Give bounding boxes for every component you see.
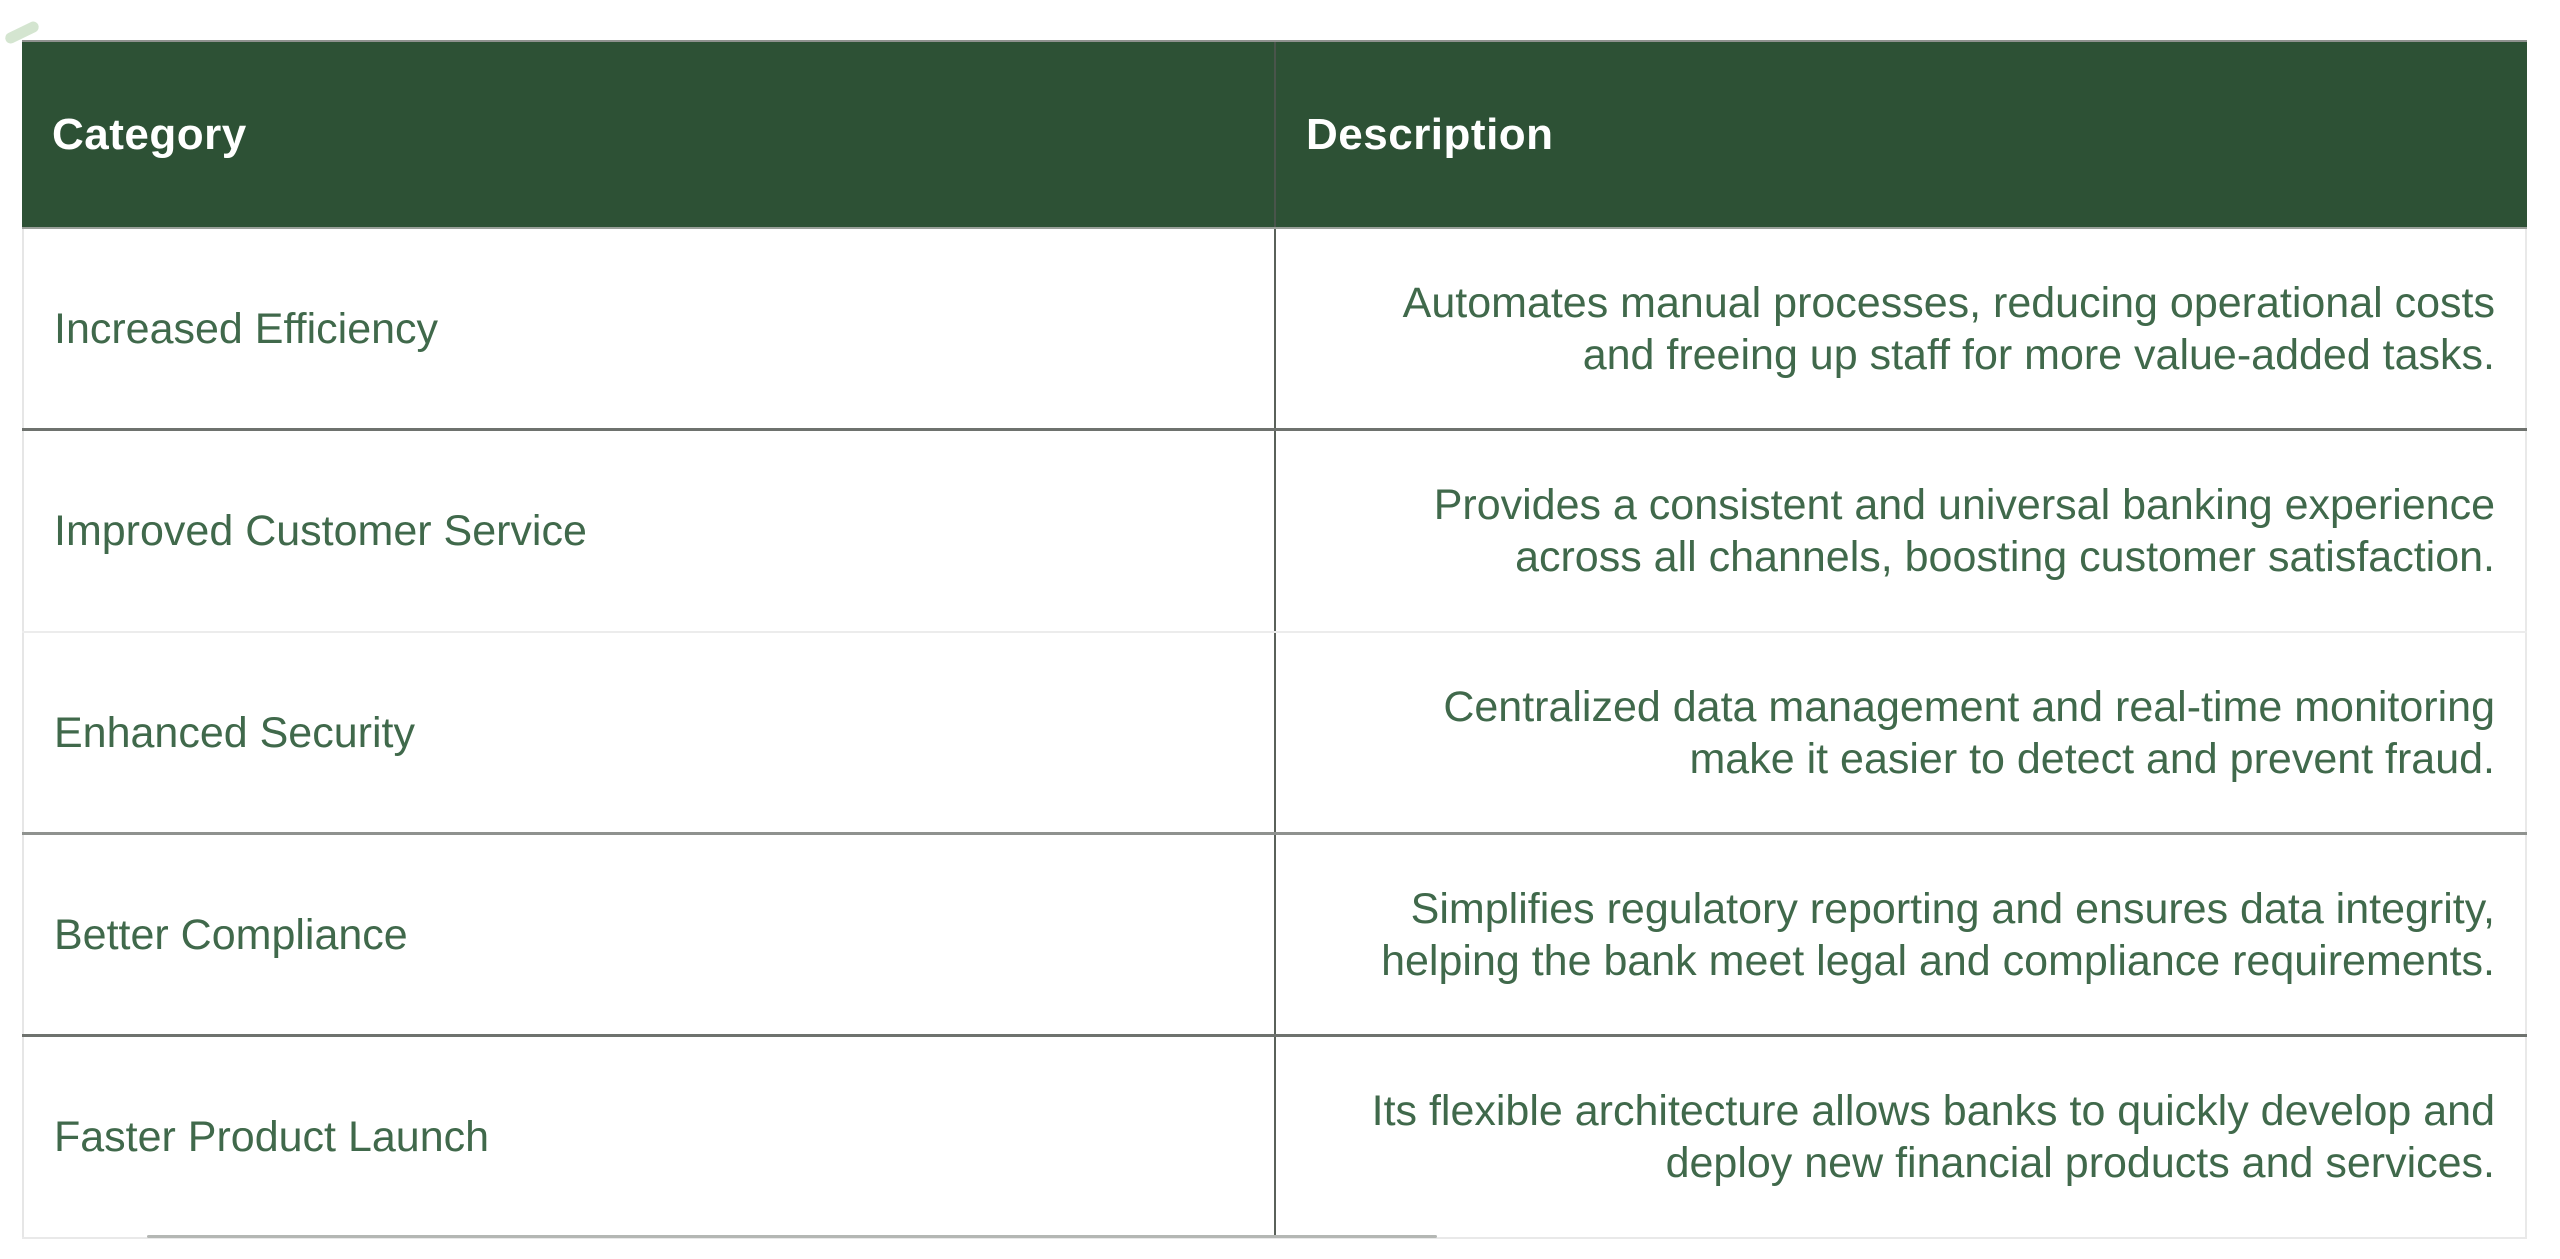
description-text: Centralized data management and real-tim…	[1443, 682, 2495, 783]
table-header-row: Category Description	[22, 42, 2527, 229]
category-text: Faster Product Launch	[54, 1113, 490, 1161]
description-cell: Simplifies regulatory reporting and ensu…	[1274, 835, 2527, 1034]
category-cell: Faster Product Launch	[22, 1037, 1274, 1237]
description-text: Its flexible architecture allows banks t…	[1371, 1087, 2495, 1187]
category-cell: Enhanced Security	[22, 633, 1274, 832]
category-cell: Increased Efficiency	[22, 229, 1274, 428]
category-text: Better Compliance	[54, 910, 408, 959]
column-header-description-label: Description	[1306, 109, 1554, 159]
column-header-category: Category	[22, 42, 1274, 227]
column-header-description: Description	[1274, 42, 2527, 227]
description-cell: Its flexible architecture allows banks t…	[1274, 1037, 2527, 1237]
category-text: Enhanced Security	[54, 708, 415, 757]
description-cell: Automates manual processes, reducing ope…	[1274, 229, 2527, 428]
column-header-category-label: Category	[52, 109, 247, 159]
category-cell: Improved Customer Service	[22, 431, 1274, 631]
table-row: Faster Product Launch Its flexible archi…	[22, 1037, 2527, 1239]
description-text: Provides a consistent and universal bank…	[1433, 481, 2495, 581]
description-text: Simplifies regulatory reporting and ensu…	[1381, 884, 2495, 985]
table-row: Enhanced Security Centralized data manag…	[22, 633, 2527, 835]
description-cell: Provides a consistent and universal bank…	[1274, 431, 2527, 631]
category-cell: Better Compliance	[22, 835, 1274, 1034]
table-row: Improved Customer Service Provides a con…	[22, 431, 2527, 633]
table-row: Better Compliance Simplifies regulatory …	[22, 835, 2527, 1037]
description-text: Automates manual processes, reducing ope…	[1402, 278, 2495, 379]
benefits-table: Category Description Increased Efficienc…	[22, 40, 2527, 1239]
table-row: Increased Efficiency Automates manual pr…	[22, 229, 2527, 431]
description-cell: Centralized data management and real-tim…	[1274, 633, 2527, 832]
category-text: Increased Efficiency	[54, 304, 439, 353]
bottom-edge-line	[147, 1235, 1437, 1238]
category-text: Improved Customer Service	[54, 507, 587, 555]
